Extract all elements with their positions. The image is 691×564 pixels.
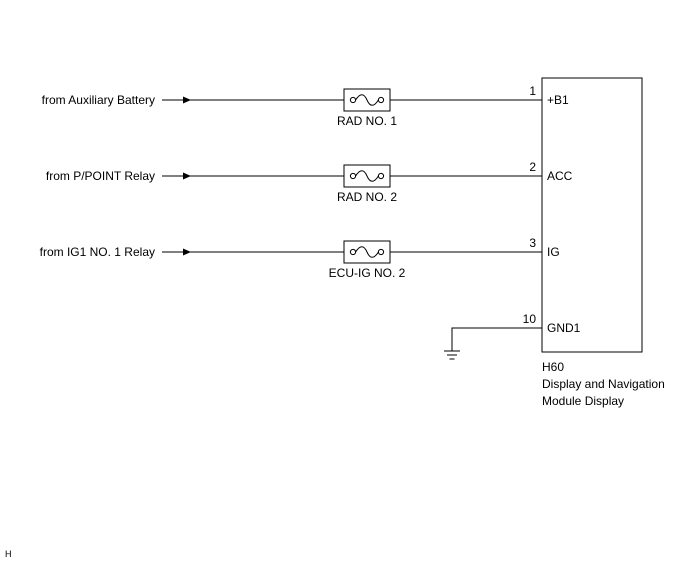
corner-mark: H [5,549,12,559]
fuse-label-2: RAD NO. 2 [337,190,397,204]
terminal-label-3: IG [547,245,560,259]
arrow-3 [183,248,191,256]
fuse-3 [343,240,391,264]
terminal-label-2: ACC [547,169,573,183]
ground-pin-number: 10 [523,312,537,326]
arrow-2 [183,172,191,180]
ground-terminal-label: GND1 [547,321,581,335]
pin-number-2: 2 [529,160,536,174]
module-code: H60 [542,360,564,374]
terminal-label-1: +B1 [547,93,569,107]
module-box [541,77,643,353]
circuit-1: from Auxiliary Battery RAD NO. 1 1 +B1 [42,84,569,128]
circuit-2: from P/POINT Relay RAD NO. 2 2 ACC [46,160,573,204]
pin-number-1: 1 [529,84,536,98]
pin-number-3: 3 [529,236,536,250]
ground-circuit: 10 GND1 [444,312,581,360]
source-label-2: from P/POINT Relay [46,169,155,183]
source-label-1: from Auxiliary Battery [42,93,155,107]
fuse-1 [343,88,391,112]
circuit-3: from IG1 NO. 1 Relay ECU-IG NO. 2 3 IG [40,236,560,280]
fuse-label-3: ECU-IG NO. 2 [329,266,406,280]
module-name-line2: Module Display [542,394,624,408]
fuse-2 [343,164,391,188]
arrow-1 [183,96,191,104]
source-label-3: from IG1 NO. 1 Relay [40,245,155,259]
ground-symbol-icon [444,350,460,360]
fuse-label-1: RAD NO. 1 [337,114,397,128]
ground-wire [451,327,542,351]
module-name-line1: Display and Navigation [542,377,665,391]
